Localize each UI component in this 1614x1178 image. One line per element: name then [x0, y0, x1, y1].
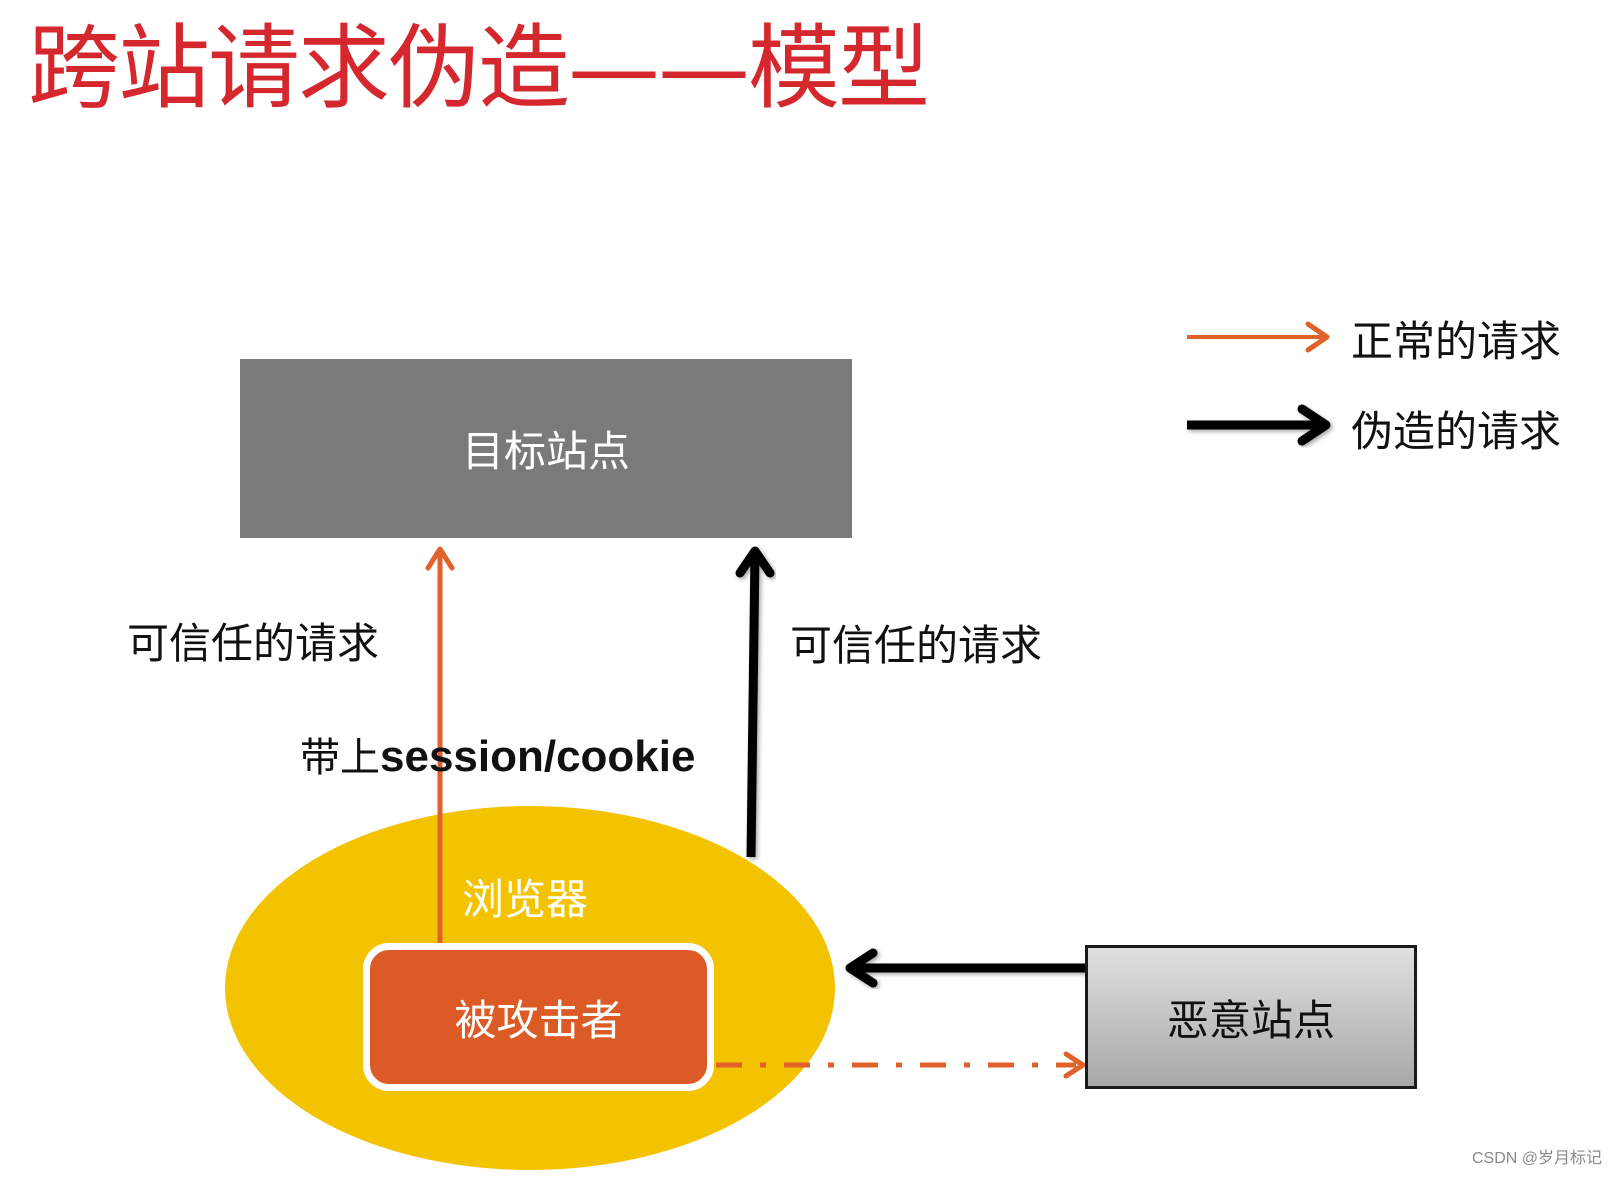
legend-normal-arrow-icon	[1187, 321, 1330, 353]
target-site-node: 目标站点	[240, 359, 852, 538]
right-trusted-request-label: 可信任的请求	[790, 621, 1043, 670]
session-cookie-label: 带上session/cookie	[300, 725, 695, 783]
legend-forged-label: 伪造的请求	[1351, 407, 1562, 456]
session-cookie-text: session/cookie	[380, 732, 696, 781]
victim-node: 被攻击者	[363, 943, 714, 1091]
page-title: 跨站请求伪造——模型	[28, 15, 930, 122]
browser-label: 浏览器	[462, 875, 589, 924]
left-trusted-request-label: 可信任的请求	[127, 619, 380, 668]
victim-visits-malicious-arrow	[716, 1051, 1086, 1079]
forged-request-arrow	[735, 546, 775, 858]
victim-label: 被攻击者	[454, 995, 623, 1045]
malicious-site-label: 恶意站点	[1166, 995, 1335, 1045]
legend-forged-arrow-icon	[1187, 404, 1331, 446]
target-site-label: 目标站点	[461, 427, 630, 476]
normal-request-arrow	[425, 546, 455, 945]
malicious-to-browser-arrow	[845, 948, 1086, 988]
session-prefix: 带上	[300, 735, 380, 781]
malicious-site-node: 恶意站点	[1085, 945, 1417, 1089]
watermark: CSDN @岁月标记	[1471, 1150, 1602, 1167]
legend-normal-label: 正常的请求	[1351, 317, 1562, 366]
